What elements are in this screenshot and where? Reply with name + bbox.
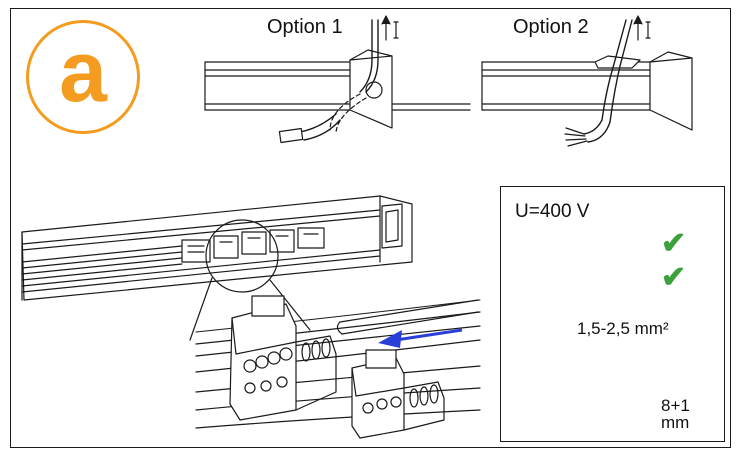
connector-detail-drawing	[195, 295, 481, 439]
step-letter: a	[59, 24, 107, 120]
diagram-frame	[10, 8, 731, 448]
option-1-label: Option 1	[267, 16, 343, 38]
option-2-label: Option 2	[513, 16, 589, 38]
stranded-wire-check-icon: ✔	[661, 261, 687, 294]
luminaire-rail-drawing	[21, 195, 413, 341]
strip-length-unit: mm	[661, 413, 690, 432]
solid-wire-check-icon: ✔	[661, 227, 687, 260]
voltage-label: U=400 V	[515, 201, 590, 222]
strip-length-value: 8+1	[661, 396, 690, 415]
option2-rail-drawing	[481, 15, 693, 147]
cross-section-label: 1,5-2,5 mm²	[577, 319, 669, 338]
step-badge: a	[26, 20, 140, 134]
cable-spec-box: U=400 V ✔ ✔ 1,5-2,5 mm² 8+1 mm	[500, 186, 725, 442]
insert-direction-arrow	[378, 328, 463, 348]
option1-rail-drawing	[204, 15, 471, 144]
